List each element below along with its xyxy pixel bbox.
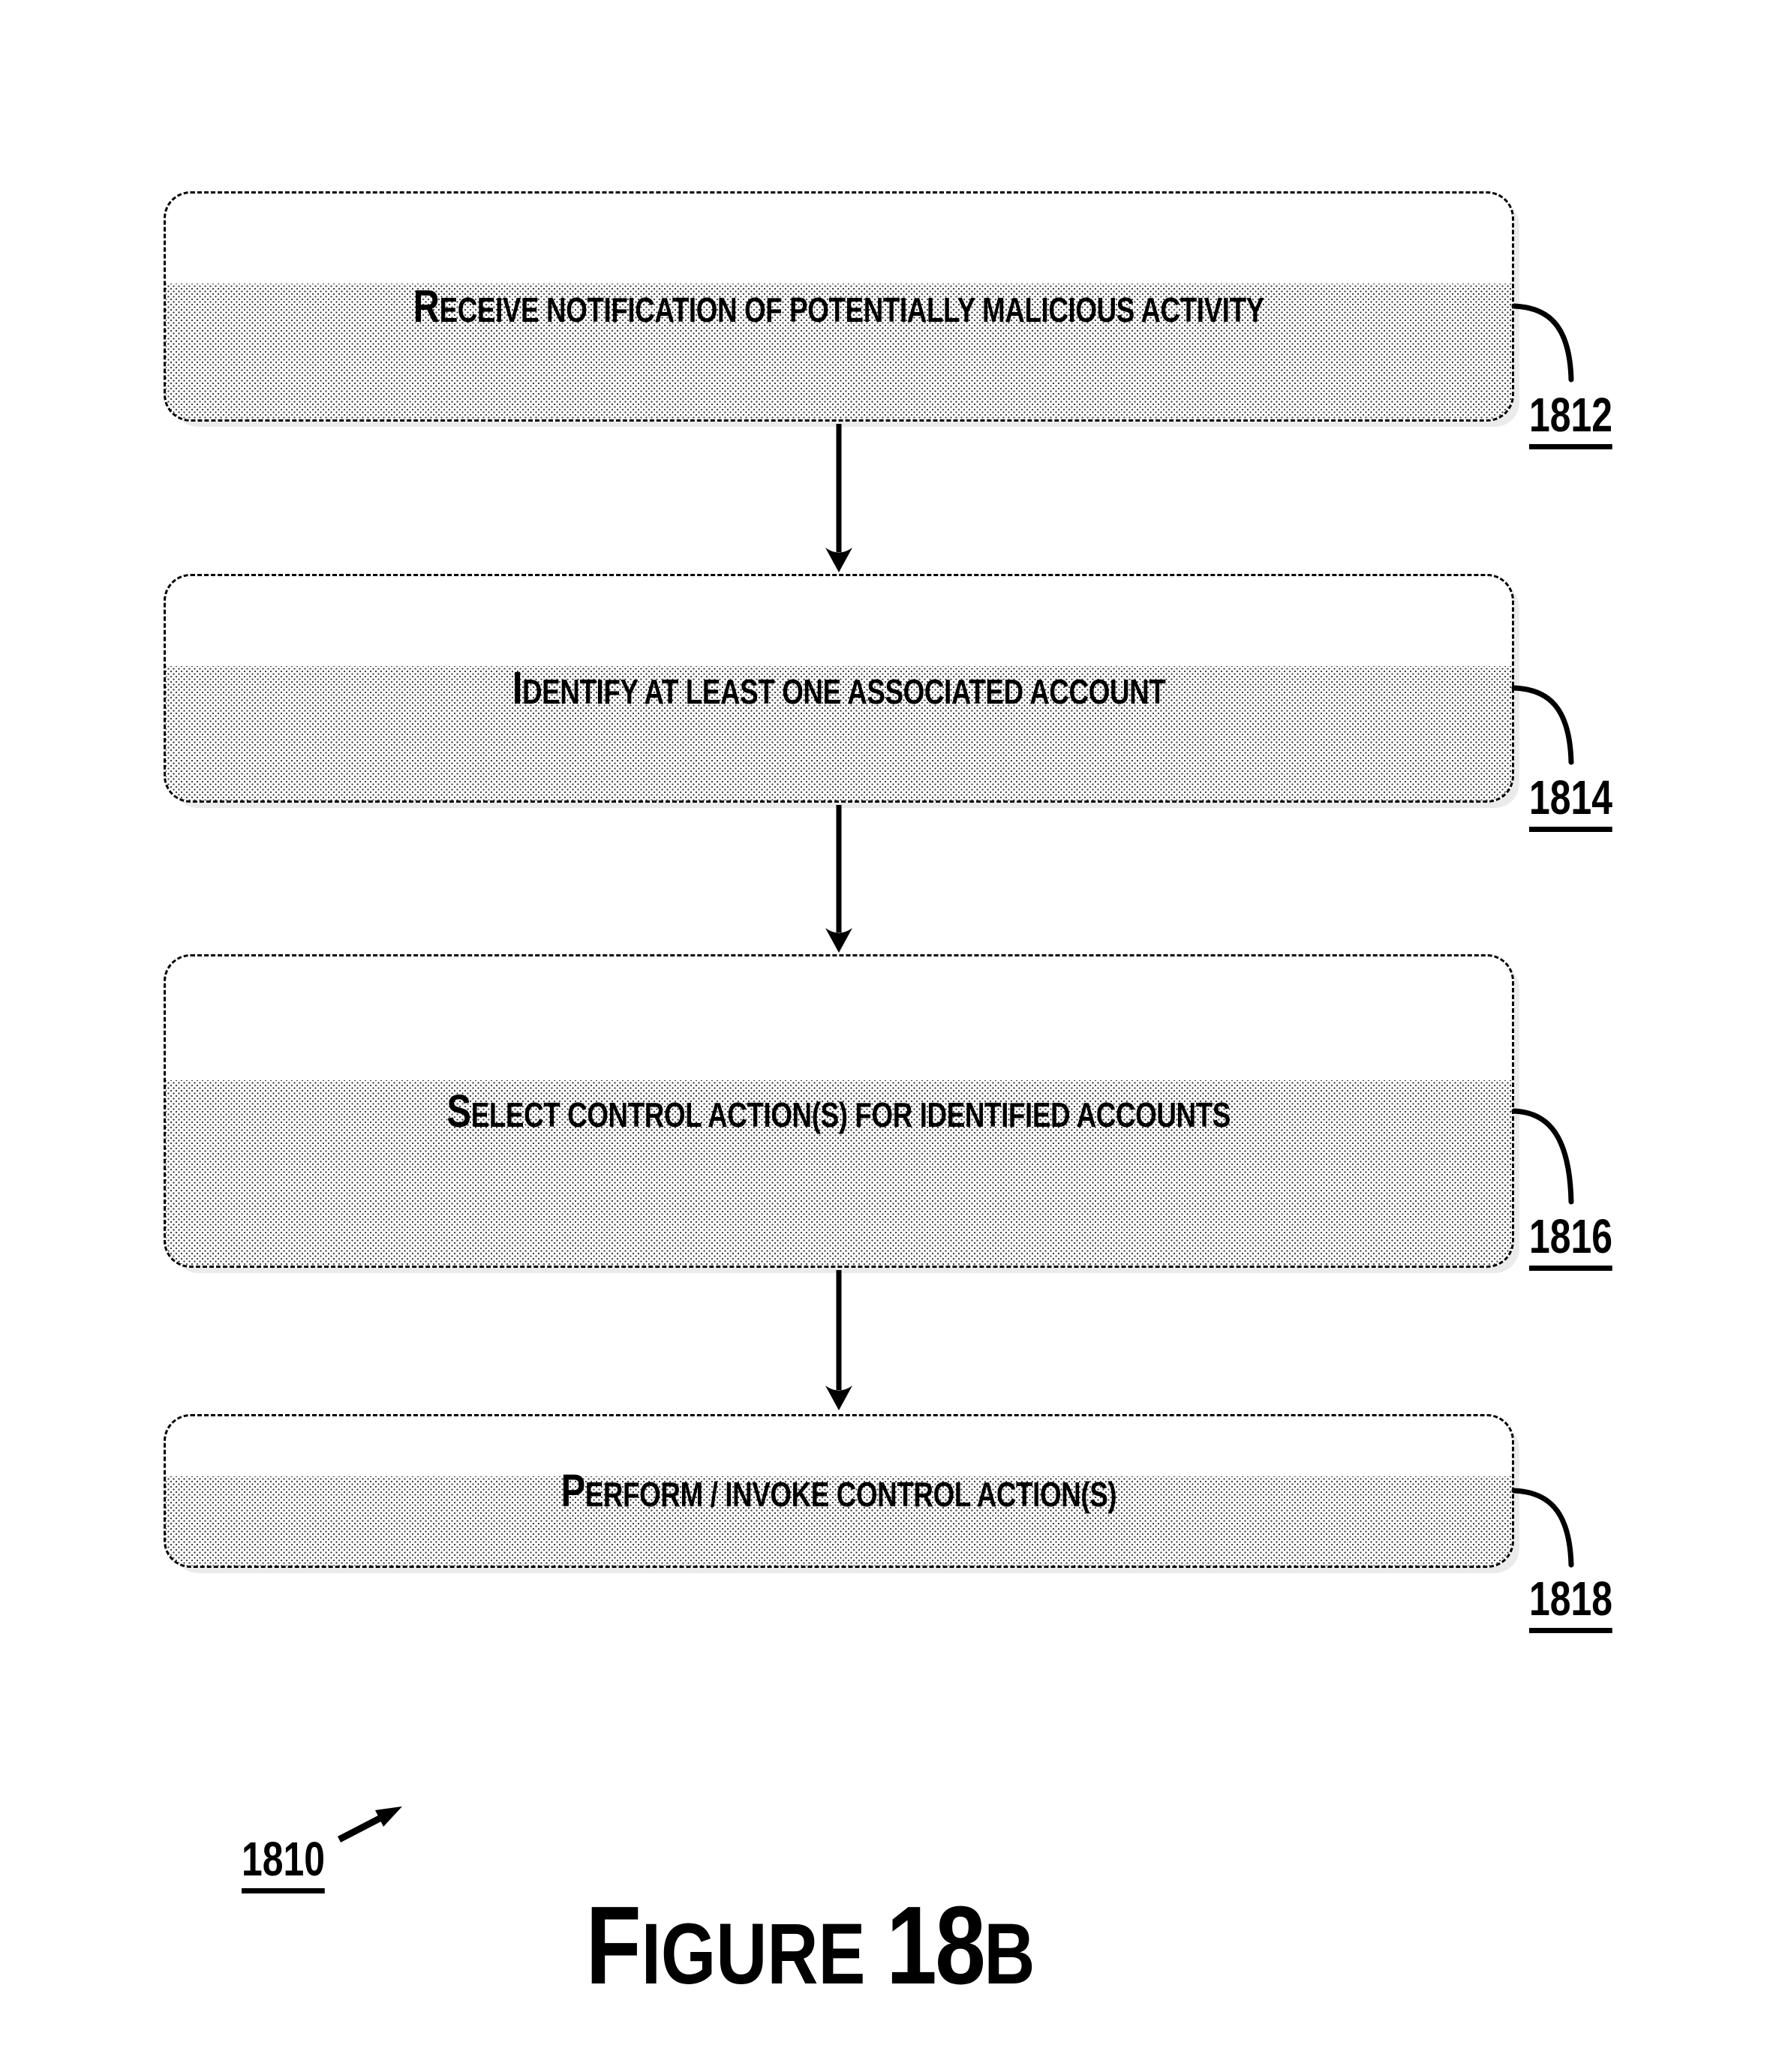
figure-caption-word: FIGURE — [585, 1884, 866, 2007]
figure-caption-number: 18 — [886, 1884, 986, 2007]
halftone-fill — [166, 1476, 1512, 1566]
flow-step-perform-control-actions: PERFORM / INVOKE CONTROL ACTION(S) — [164, 1414, 1514, 1568]
ref-label-1810: 1810 — [242, 1835, 326, 1893]
flow-arrow-down-1 — [825, 424, 852, 572]
flow-step-select-control-actions: SELECT CONTROL ACTION(S) FOR IDENTIFIED … — [164, 954, 1514, 1268]
flow-ref-arrow — [337, 1806, 402, 1842]
ref-label-1818: 1818 — [1529, 1575, 1613, 1633]
lead-line-1818 — [1511, 1488, 1574, 1568]
flow-step-text: IDENTIFY AT LEAST ONE ASSOCIATED ACCOUNT — [512, 662, 1166, 713]
ref-label-1816: 1816 — [1529, 1212, 1613, 1271]
flow-step-text: RECEIVE NOTIFICATION OF POTENTIALLY MALI… — [413, 281, 1265, 332]
flow-step-identify-account: IDENTIFY AT LEAST ONE ASSOCIATED ACCOUNT — [164, 574, 1514, 803]
lead-line-1812 — [1511, 303, 1574, 383]
flow-arrow-down-2 — [825, 805, 852, 953]
ref-label-1812: 1812 — [1529, 391, 1613, 449]
halftone-fill — [166, 665, 1512, 800]
lead-line-1814 — [1511, 685, 1574, 765]
figure-caption-letter: B — [984, 1906, 1035, 2002]
flow-step-receive-notification: RECEIVE NOTIFICATION OF POTENTIALLY MALI… — [164, 191, 1514, 422]
flow-arrow-down-3 — [825, 1270, 852, 1410]
flow-step-text: PERFORM / INVOKE CONTROL ACTION(S) — [560, 1465, 1117, 1516]
ref-label-1814: 1814 — [1529, 773, 1613, 832]
halftone-fill — [166, 284, 1512, 419]
lead-line-1816 — [1511, 1108, 1574, 1205]
halftone-fill — [166, 1080, 1512, 1266]
flow-step-text: SELECT CONTROL ACTION(S) FOR IDENTIFIED … — [446, 1085, 1231, 1137]
